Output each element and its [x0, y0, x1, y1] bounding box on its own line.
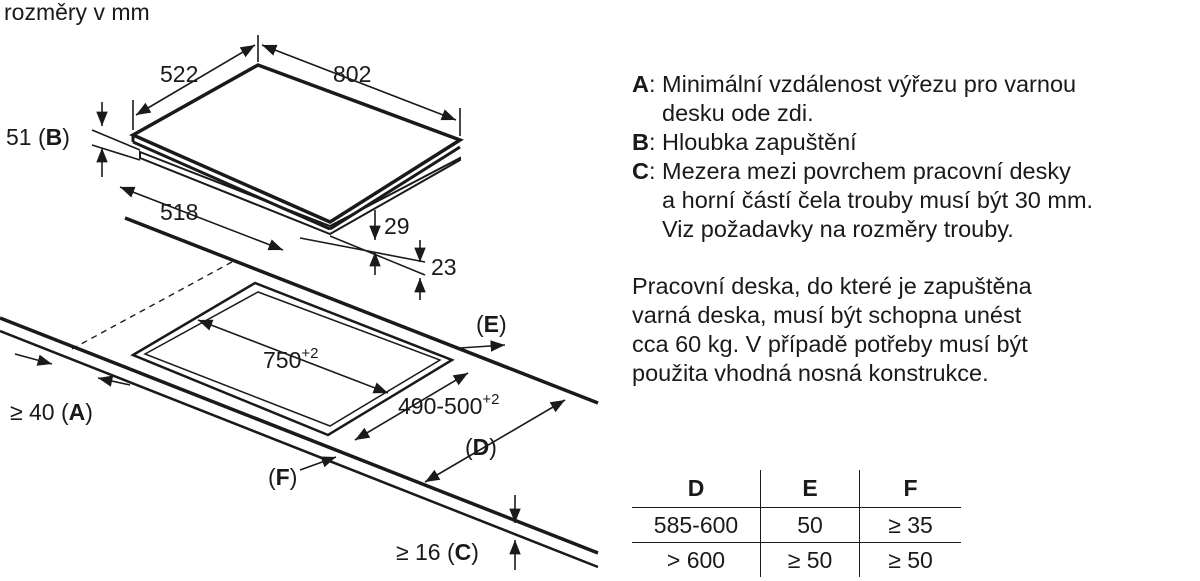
table-cell: ≥ 50 [859, 542, 961, 577]
label-a-close: ) [85, 399, 93, 425]
table-header-row: D E F [632, 470, 961, 508]
label-b-close: ) [62, 124, 70, 150]
legend-item-c: C: Mezera mezi povrchem pracovní desky a… [632, 157, 1198, 244]
load-note: Pracovní deska, do které je zapuštěna va… [632, 273, 1032, 386]
units-caption: rozměry v mm [4, 0, 150, 25]
dim-a-left [14, 353, 53, 366]
label-e-letter: E [484, 311, 499, 337]
cutout-outer [130, 281, 455, 437]
legend-key: A [632, 71, 649, 97]
label-750: 750+2 [263, 345, 318, 373]
label-f-letter: F [276, 464, 290, 490]
legend-text: Minimální vzdálenost výřezu pro varnou d… [662, 71, 1077, 126]
label-e-close: ) [499, 311, 507, 337]
label-e-open: ( [476, 311, 484, 337]
label-f-open: ( [268, 464, 276, 490]
table-cell: 585-600 [632, 507, 761, 543]
label-d-letter: D [473, 434, 490, 460]
legend-item-a: A: Minimální vzdálenost výřezu pro varno… [632, 70, 1198, 128]
label-490-500-tolerance: +2 [482, 391, 499, 408]
label-802: 802 [333, 61, 371, 87]
worktop-front-edge-bottom [0, 329, 599, 569]
label-d-open: ( [465, 434, 473, 460]
legend-item-b: B: Hloubka zapuštění [632, 128, 1198, 157]
dim-522 [135, 44, 256, 116]
legend-key: C [632, 158, 649, 184]
worktop-front-edge-top [0, 316, 599, 555]
label-c-letter: C [455, 539, 472, 565]
table-row: 585-600 50 ≥ 35 [632, 507, 961, 543]
table-row: > 600 ≥ 50 ≥ 50 [632, 542, 961, 577]
label-c: ≥ 16 (C) [396, 539, 479, 565]
dimension-labels: 522 802 51 (B) 518 29 23 750+2 490-500+2… [6, 61, 507, 565]
table-cell: 50 [760, 507, 860, 543]
label-c-prefix: ≥ 16 ( [396, 539, 455, 565]
legend-sep: : [648, 71, 663, 97]
legend-text: Hloubka zapuštění [662, 129, 857, 155]
table-cell: ≥ 35 [859, 507, 961, 543]
label-a-prefix: ≥ 40 ( [10, 399, 69, 425]
dimension-table: D E F 585-600 50 ≥ 35 > 600 ≥ 50 ≥ 50 [632, 470, 961, 577]
ext-line [91, 129, 141, 151]
legend-sep: : [648, 158, 663, 184]
legend: A: Minimální vzdálenost výřezu pro varno… [632, 70, 1198, 244]
ext-line [329, 235, 426, 276]
legend-sep: : [648, 129, 663, 155]
label-b-prefix: 51 ( [6, 124, 46, 150]
label-29: 29 [384, 213, 410, 239]
label-d: (D) [465, 434, 497, 460]
label-a: ≥ 40 (A) [10, 399, 93, 425]
table-cell: ≥ 50 [760, 542, 860, 577]
table-header: E [760, 470, 860, 508]
label-23: 23 [431, 254, 457, 280]
label-490-500-value: 490-500 [398, 393, 482, 419]
dim-518 [119, 186, 284, 251]
dimension-lines [14, 35, 566, 570]
label-522: 522 [160, 61, 198, 87]
dim-802 [261, 44, 457, 121]
label-b-letter: B [46, 124, 63, 150]
table-header: F [859, 470, 961, 508]
dim-e [459, 340, 506, 352]
label-490-500: 490-500+2 [398, 391, 500, 419]
table-cell: > 600 [666, 546, 726, 573]
hob-base [139, 150, 461, 236]
dim-a-right [97, 375, 131, 387]
cutout-inner [143, 291, 442, 427]
dim-f [299, 456, 337, 471]
wall-reference-dashed [69, 261, 233, 351]
worktop [0, 216, 599, 569]
label-b: 51 (B) [6, 124, 70, 150]
label-a-letter: A [69, 399, 86, 425]
legend-key: B [632, 129, 649, 155]
legend-text: Mezera mezi povrchem pracovní desky a ho… [662, 158, 1094, 242]
worktop-back-edge [124, 216, 599, 405]
label-750-value: 750 [263, 347, 301, 373]
hob-front-edge [132, 140, 331, 231]
label-d-close: ) [489, 434, 497, 460]
dim-d [424, 399, 566, 483]
dim-490-500 [354, 372, 469, 441]
label-e: (E) [476, 311, 507, 337]
label-f: (F) [268, 464, 297, 490]
label-518: 518 [160, 199, 198, 225]
ext-line [91, 144, 141, 161]
label-f-close: ) [290, 464, 298, 490]
label-c-close: ) [471, 539, 479, 565]
hob-right-edge [329, 145, 461, 231]
label-750-tolerance: +2 [301, 345, 318, 362]
table-header: D [632, 470, 761, 508]
